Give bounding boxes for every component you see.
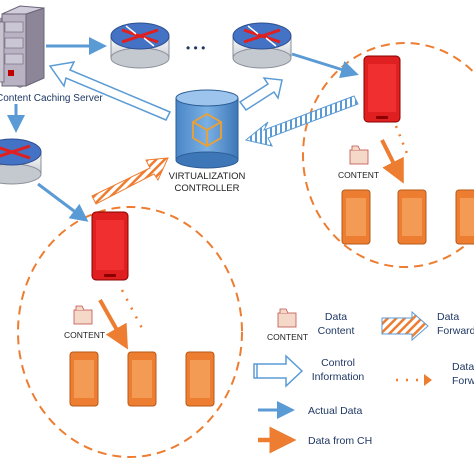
server-icon: [0, 5, 45, 88]
phone-icon: [341, 189, 371, 245]
controller-label-line2: CONTROLLER: [175, 183, 240, 194]
data-forwarding-arrow-left: [91, 157, 169, 205]
dotted-forwarding-bottom: [120, 289, 146, 333]
legend-data-content-line1: Data: [325, 311, 347, 323]
phone-icon: [397, 189, 427, 245]
database-icon: [175, 89, 239, 169]
orange-arrow-top: [380, 139, 404, 184]
cluster-bottom-left: [17, 206, 243, 458]
controller-label-line1: VIRTUALIZATION: [169, 171, 246, 182]
legend-dotted-line1: Data: [452, 361, 474, 373]
legend-data-from-ch-label: Data from CH: [308, 435, 372, 447]
phone-icon: [363, 55, 401, 123]
legend-forwarding-line2: Forwarding: [437, 325, 474, 337]
folder-icon: [277, 308, 297, 328]
legend-data-content-line2: Content: [318, 325, 355, 337]
router-icon: [0, 138, 42, 185]
arrow-router-to-right-cluster: [291, 52, 359, 79]
control-arrow-to-server: [48, 61, 172, 121]
routers-ellipsis: • • •: [186, 41, 205, 55]
legend-forwarding-line1: Data: [437, 311, 459, 323]
arrow-router-to-left-cluster: [37, 182, 89, 222]
phone-icon: [455, 189, 474, 245]
folder-icon: [349, 145, 369, 165]
dotted-forwarding-top: [394, 125, 410, 157]
legend-control-arrow: [253, 354, 304, 388]
legend-hatched-arrow: [381, 310, 429, 342]
phone-icon: [69, 351, 99, 407]
legend: CONTENT Data Content Data Forwarding Con…: [253, 308, 474, 454]
phone-icon: [185, 351, 215, 407]
router-icon: [110, 22, 170, 69]
content-label-top: CONTENT: [338, 170, 379, 180]
caching-server-label: Content Caching Server: [0, 93, 103, 104]
legend-control-line2: Information: [312, 371, 365, 383]
legend-dotted-line2: Forwarding: [452, 375, 474, 387]
phone-icon: [91, 211, 129, 281]
legend-dotted-arrow-head: [424, 374, 432, 386]
legend-control-line1: Control: [321, 357, 355, 369]
router-icon: [232, 22, 292, 69]
phone-icon: [127, 351, 157, 407]
control-arrow-to-routers: [238, 77, 283, 112]
legend-content-icon-label: CONTENT: [267, 332, 308, 342]
orange-arrow-bottom: [98, 299, 128, 350]
legend-actual-data-label: Actual Data: [308, 405, 362, 417]
folder-icon: [73, 305, 93, 325]
data-forwarding-arrow-right: [244, 95, 359, 147]
content-label-bottom: CONTENT: [64, 330, 105, 340]
cluster-top-right: [302, 42, 474, 268]
